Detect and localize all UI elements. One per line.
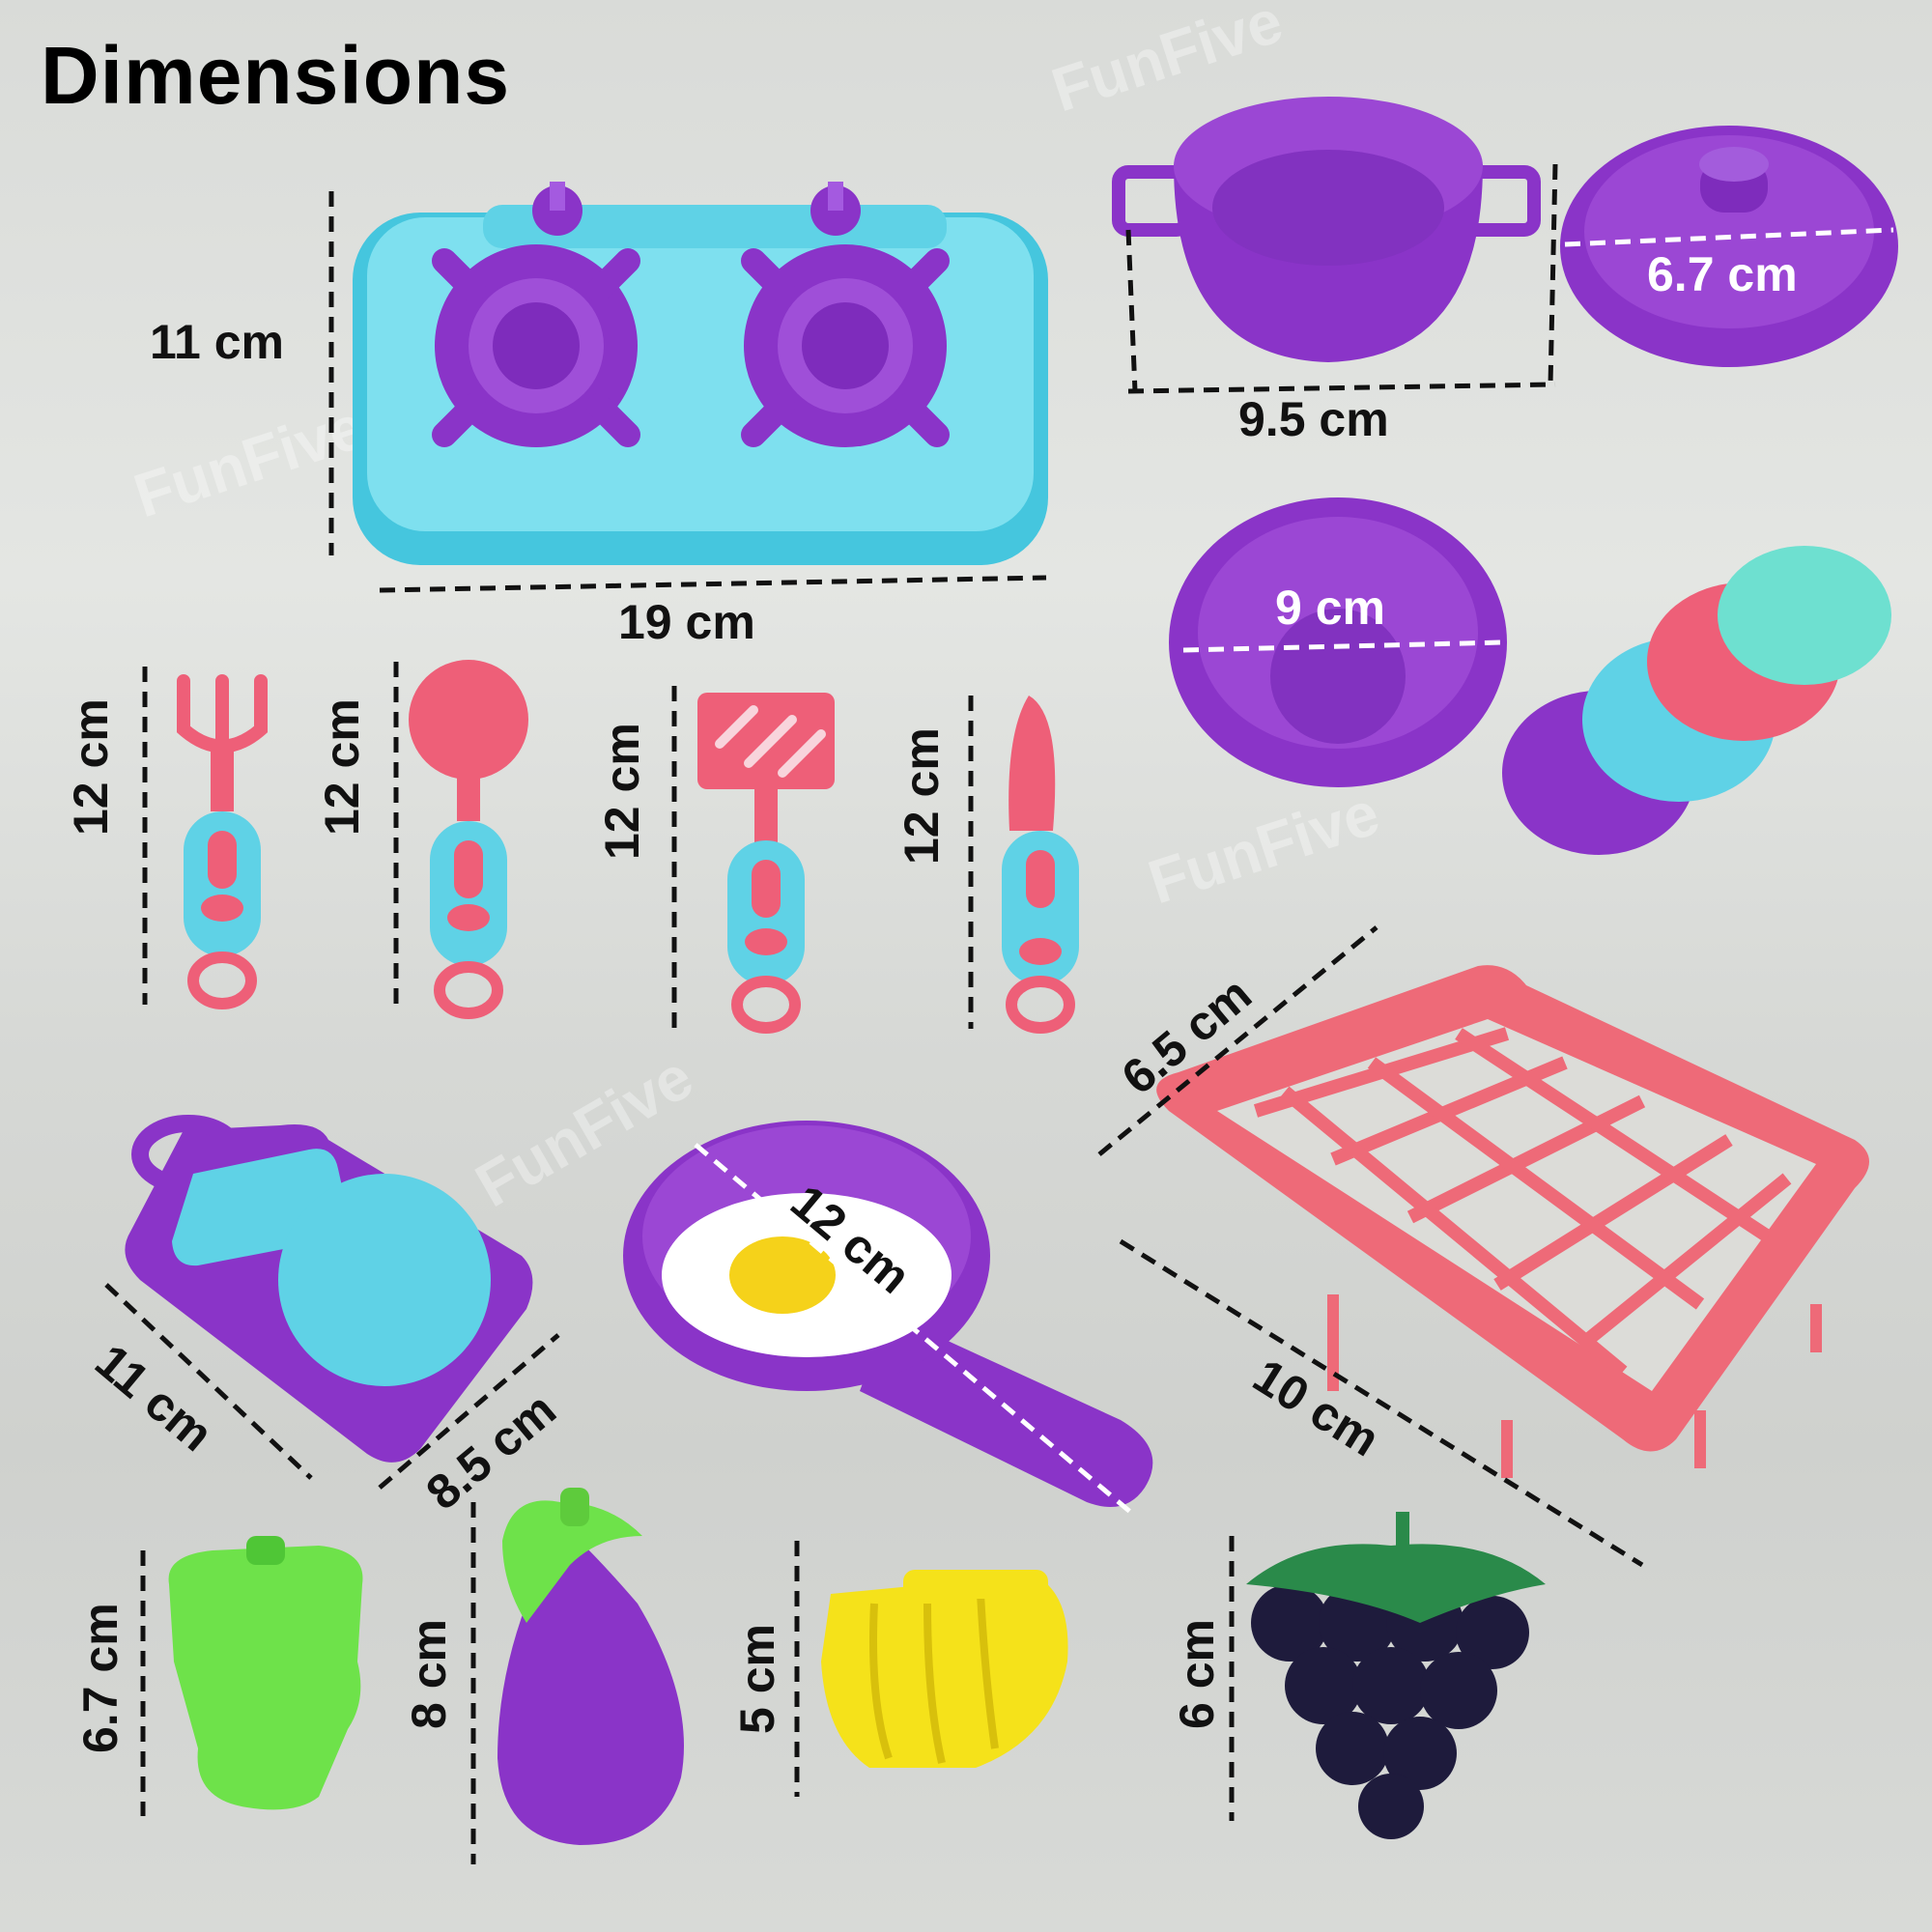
plate-diameter-label: 9 cm bbox=[1275, 581, 1385, 635]
dimension-lines-light bbox=[694, 227, 1894, 1514]
eggplant-height-label: 8 cm bbox=[402, 1619, 456, 1729]
knife-length-label: 12 cm bbox=[895, 727, 949, 865]
pot-width-label: 9.5 cm bbox=[1238, 392, 1389, 446]
toy-knife bbox=[1002, 696, 1079, 1034]
toy-spatula bbox=[697, 693, 835, 1034]
toy-stove bbox=[353, 182, 1048, 565]
toy-frying-pan bbox=[623, 1121, 1153, 1507]
stove-height-label: 11 cm bbox=[150, 315, 285, 369]
toy-fork bbox=[177, 674, 268, 1009]
toy-pot bbox=[1112, 97, 1541, 362]
banana-height-label: 5 cm bbox=[730, 1624, 784, 1734]
spatula-length-label: 12 cm bbox=[595, 723, 649, 860]
toy-spoon bbox=[409, 660, 528, 1019]
toy-plate-large bbox=[1169, 497, 1507, 787]
page-title: Dimensions bbox=[41, 30, 511, 121]
stove-width-label: 19 cm bbox=[618, 595, 755, 649]
toy-bell-pepper bbox=[168, 1536, 363, 1810]
toy-plates-stack bbox=[1502, 546, 1891, 855]
lid-diameter-label: 6.7 cm bbox=[1647, 247, 1798, 301]
toy-eggplant bbox=[497, 1488, 684, 1845]
toy-banana bbox=[821, 1570, 1068, 1768]
toy-grapes bbox=[1246, 1512, 1546, 1839]
fork-length-label: 12 cm bbox=[64, 698, 118, 836]
toy-pot-lid bbox=[1560, 126, 1898, 367]
grapes-height-label: 6 cm bbox=[1170, 1619, 1224, 1729]
dimension-lines bbox=[104, 163, 1644, 1864]
spoon-length-label: 12 cm bbox=[315, 698, 369, 836]
toy-dish-basket bbox=[1156, 965, 1869, 1478]
pepper-height-label: 6.7 cm bbox=[73, 1603, 128, 1753]
toy-cutting-board bbox=[125, 1115, 533, 1463]
